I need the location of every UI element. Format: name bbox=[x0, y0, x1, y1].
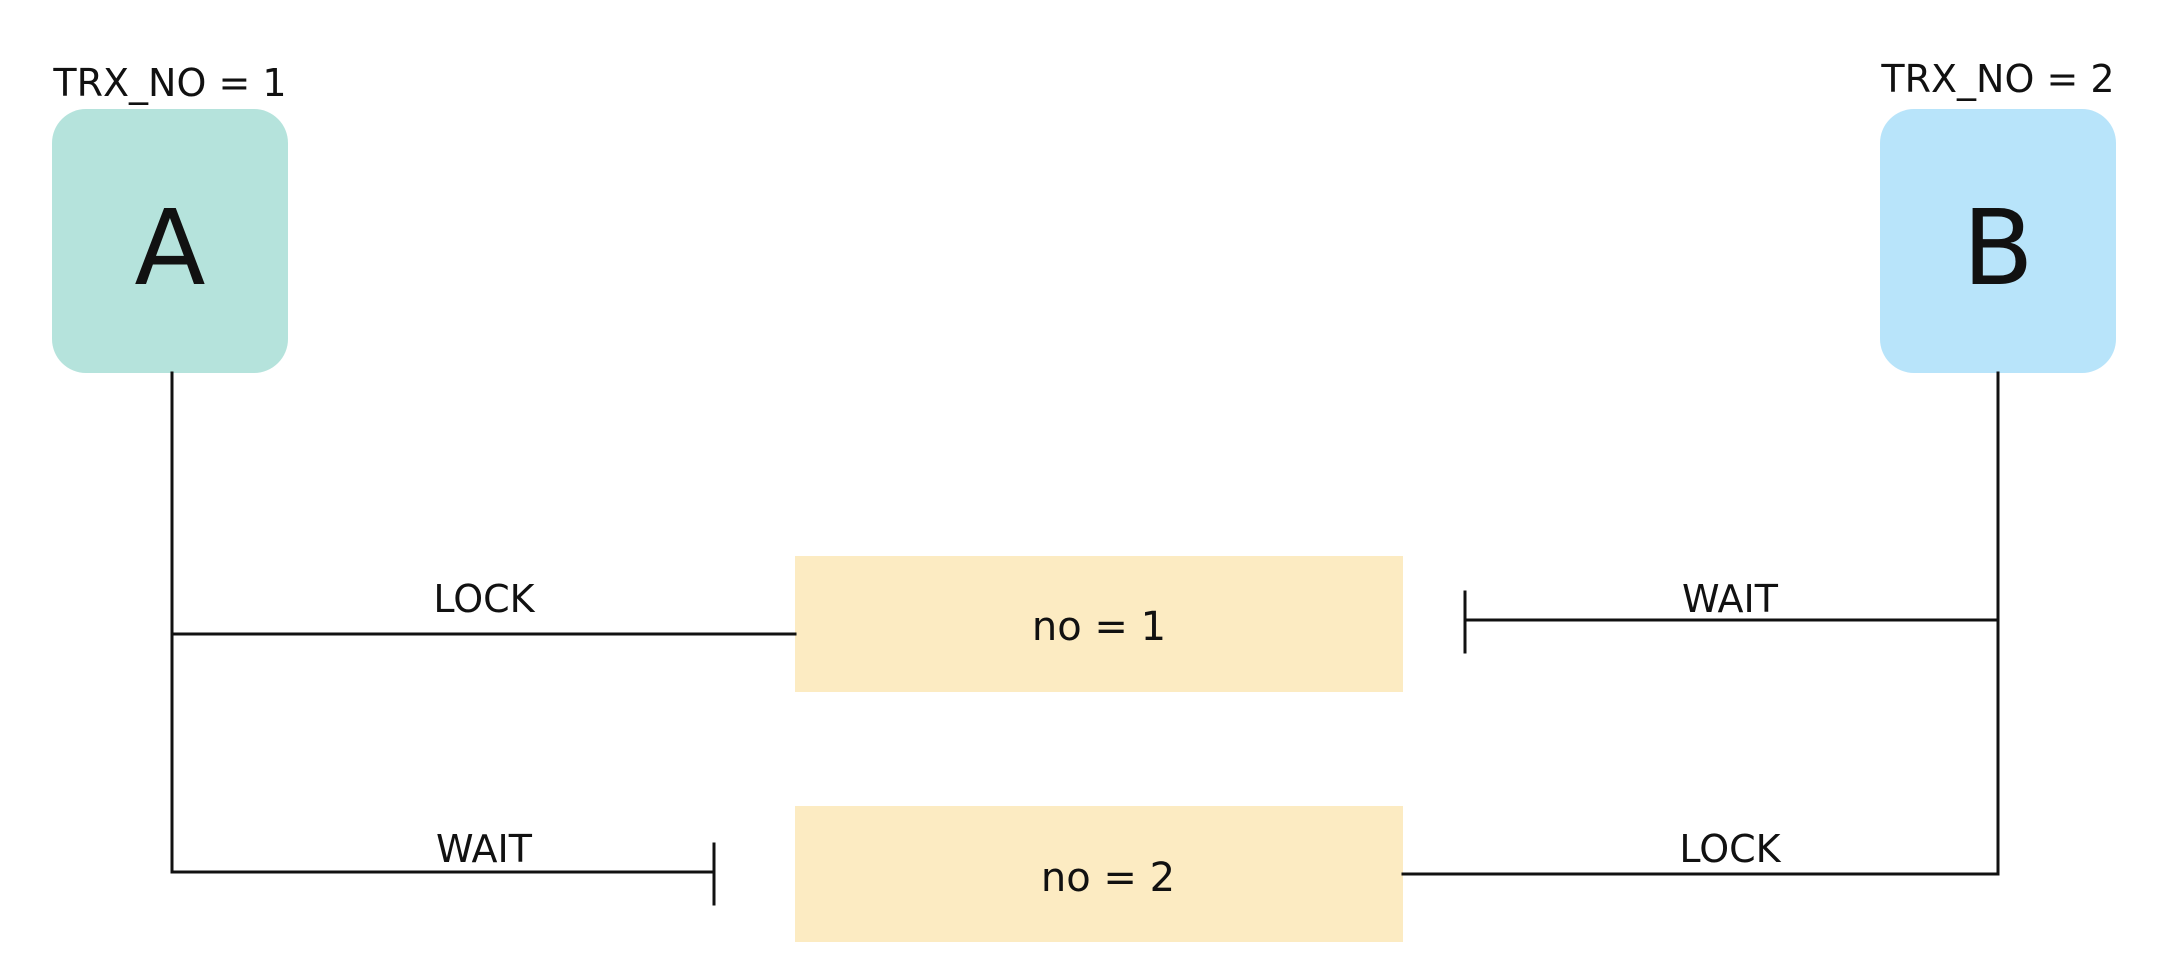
transaction-a-box bbox=[52, 109, 288, 373]
transaction-b-box bbox=[1880, 109, 2116, 373]
transaction-a-tag: TRX_NO = 1 bbox=[52, 61, 286, 105]
record-label-no-1: no = 1 bbox=[1032, 604, 1166, 650]
edge-label-b-lock: LOCK bbox=[1679, 827, 1781, 871]
record-box-no-1 bbox=[795, 556, 1403, 692]
record-box-no-2 bbox=[795, 806, 1403, 942]
transaction-b-tag: TRX_NO = 2 bbox=[1880, 57, 2114, 101]
edge-label-a-lock: LOCK bbox=[433, 577, 535, 621]
edge-label-a-wait: WAIT bbox=[436, 827, 533, 871]
transaction-b-label: B bbox=[1962, 187, 2033, 309]
transaction-a-label: A bbox=[134, 187, 205, 309]
edge-label-b-wait: WAIT bbox=[1682, 577, 1779, 621]
record-label-no-2: no = 2 bbox=[1041, 855, 1175, 901]
